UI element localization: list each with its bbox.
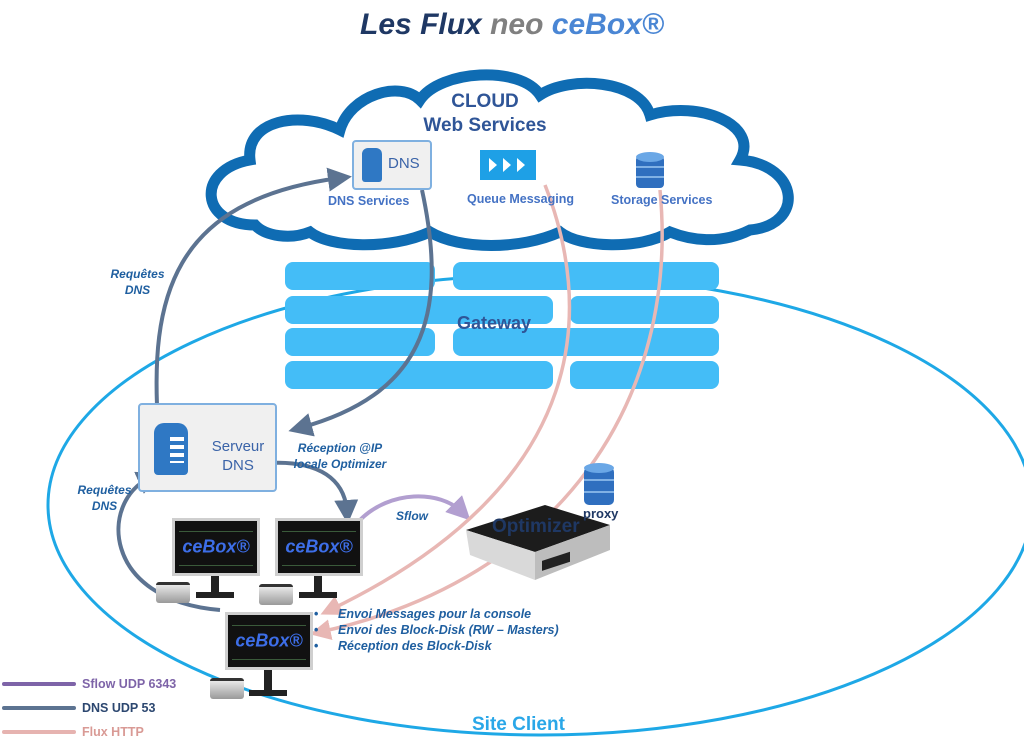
gateway-firewall-icon [285,262,719,389]
http-flow-list: Envoi Messages pour la console Envoi des… [314,606,559,654]
cloud-title-line2: Web Services [423,115,547,136]
legend-swatch [2,682,76,686]
monitor-stand [211,576,219,592]
queue-messaging-label: Queue Messaging [467,192,574,206]
dns-request-to-cloud [154,167,352,426]
note-line: Requêtes [77,483,132,497]
storage-database-icon [636,152,664,188]
client-monitor-1[interactable]: ceBox® [172,518,260,576]
server-slots [170,437,184,463]
sflow-path [358,494,471,522]
dns-server-label-line2: DNS [222,457,254,474]
proxy-label: proxy [583,506,619,521]
monitor-stand [314,576,322,592]
note-sflow: Sflow [396,509,428,523]
cloud-title-line1: CLOUD [451,91,519,112]
proxy-database-icon [584,463,614,505]
server-icon [154,423,188,475]
dns-response-from-cloud [288,189,434,437]
cebox-screen-label: ceBox® [235,630,303,651]
cloud-dns-service-box[interactable]: DNS [352,140,432,190]
note-requetes-dns-left: Requêtes DNS [62,482,147,514]
legend-item-dns: DNS UDP 53 [2,696,176,720]
note-line: DNS [91,499,118,513]
legend-item-sflow: Sflow UDP 6343 [2,672,176,696]
queue-messaging-icon [480,150,536,180]
monitor-base [299,592,337,598]
legend: Sflow UDP 6343 DNS UDP 53 Flux HTTP [2,672,176,744]
client-monitor-3[interactable]: ceBox® [225,612,313,670]
title-part-neo: neo [490,8,544,41]
client-monitor-2[interactable]: ceBox® [275,518,363,576]
note-requetes-dns-top: Requêtes DNS [95,266,180,298]
monitor-base [249,690,287,696]
client-minipc-icon [259,584,293,605]
http-flow-queue [320,184,572,615]
http-flow-storage [309,189,664,641]
optimizer-device-icon [466,505,610,580]
http-flow-item: Réception des Block-Disk [314,638,559,654]
client-minipc-icon [210,678,244,699]
legend-label: Sflow UDP 6343 [82,677,177,691]
note-line: Requêtes [110,267,165,281]
gateway-label: Gateway [457,313,532,333]
dns-server-label-line1: Serveur [211,438,265,455]
dns-badge-label: DNS [388,155,420,172]
note-line: locale Optimizer [293,457,387,471]
dns-server-box[interactable]: Serveur DNS [138,403,277,492]
monitor-base [196,592,234,598]
site-client-label: Site Client [472,714,565,735]
client-minipc-icon [156,582,190,603]
note-reception-ip: Réception @IP locale Optimizer [284,440,396,472]
title-part-cebox: ceBox® [551,8,664,41]
legend-swatch [2,730,76,734]
storage-services-label: Storage Services [611,193,713,207]
http-flow-item: Envoi des Block-Disk (RW – Masters) [314,622,559,638]
optimizer-label: Optimizer [492,516,580,537]
legend-item-http: Flux HTTP [2,720,176,744]
http-flow-item: Envoi Messages pour la console [314,606,559,622]
legend-label: Flux HTTP [82,725,144,739]
legend-label: DNS UDP 53 [82,701,156,715]
server-icon [362,148,382,182]
title-part-les-flux: Les Flux [360,8,482,41]
legend-swatch [2,706,76,710]
dns-to-client [267,460,359,524]
monitor-stand [264,670,272,690]
cloud-title: CLOUD Web Services [395,90,575,138]
note-line: Réception @IP [297,441,383,455]
dns-server-label: Serveur DNS [204,437,272,475]
note-line: DNS [124,283,151,297]
cebox-screen-label: ceBox® [182,536,250,557]
cebox-screen-label: ceBox® [285,536,353,557]
dns-services-label: DNS Services [328,194,410,208]
diagram-title: Les Flux neo ceBox® [0,8,1024,42]
